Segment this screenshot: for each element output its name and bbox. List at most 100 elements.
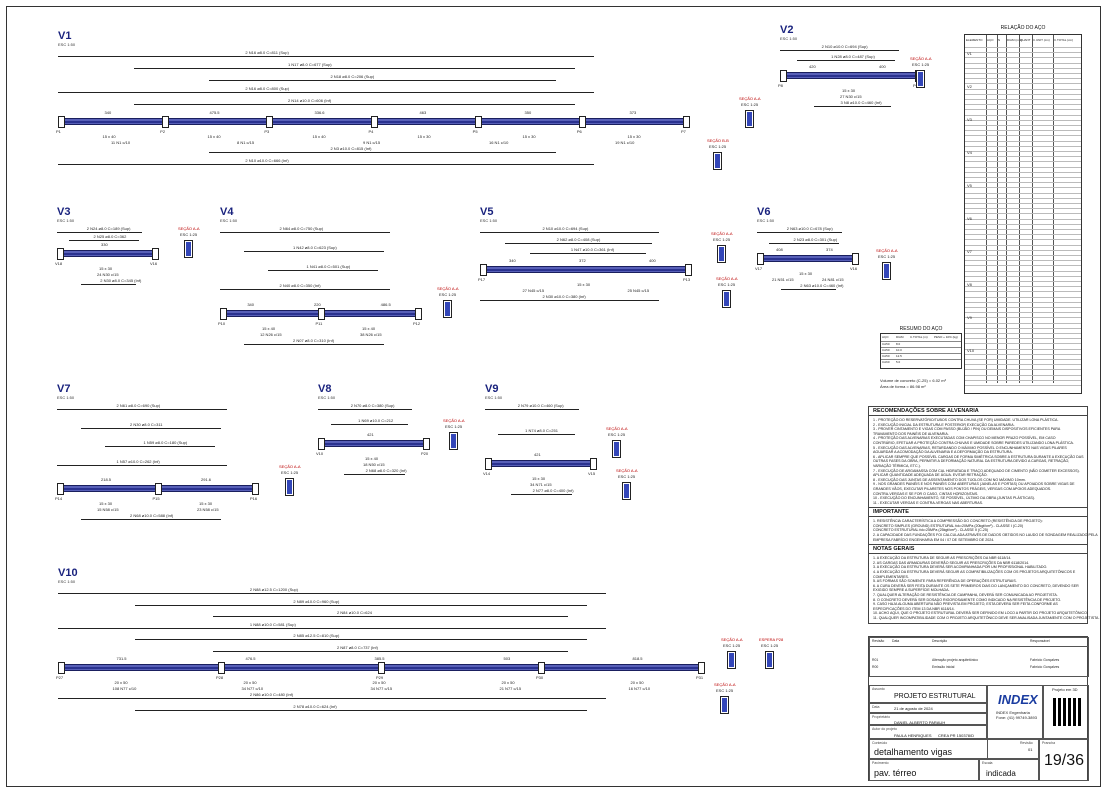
cross-section[interactable] [916, 70, 925, 88]
rebar-line [268, 270, 378, 271]
cross-section-fill [624, 484, 629, 498]
rebar-label: 2 N85 ø12.5 C=810 (Sup) [293, 633, 340, 638]
span-length: 374 [826, 247, 833, 252]
relation-row [965, 338, 1081, 340]
cross-section[interactable] [745, 110, 754, 128]
note-line: EXIGIDO SEMPRE A SUPERFÍCIE MOLHADA. [873, 588, 950, 593]
section-label: SEÇÃO A-A [739, 96, 761, 101]
beam-title-v6: V6 [757, 206, 771, 218]
support [480, 264, 487, 276]
relation-row [965, 187, 1081, 189]
summary-header: AÇO [882, 335, 889, 339]
beam-body-v6[interactable] [757, 255, 857, 262]
stirrup-spec: 11 N1 c/10 [111, 140, 131, 145]
support [57, 248, 64, 260]
relation-col-header: AÇO [987, 38, 994, 42]
section-scale: ESC 1:25 [445, 424, 463, 429]
note-line: 6. A CURA DEVERÁ SER FEITA DURANTE OS SE… [873, 583, 1079, 588]
relation-group: V9 [967, 315, 972, 320]
cross-section[interactable] [184, 240, 193, 258]
relation-row [965, 151, 1081, 152]
section-dim: 15 x 30 [842, 88, 856, 93]
rebar-line [209, 80, 556, 81]
qr-code[interactable] [1053, 698, 1081, 726]
rebar-label: 2 N61 ø8.0 C=690 (Sup) [116, 403, 161, 408]
beam-body-v3[interactable] [57, 250, 157, 257]
rebar-line [58, 164, 594, 165]
span-length: 421 [534, 452, 541, 457]
beam-body-v2[interactable] [780, 72, 920, 79]
relation-row [965, 104, 1081, 106]
section-dim: 15 x 40 [362, 326, 376, 331]
rebar-line [57, 409, 227, 410]
beam-body-v9[interactable] [485, 460, 595, 467]
cross-section[interactable] [882, 262, 891, 280]
cross-section[interactable] [622, 482, 631, 500]
beam-body-v5[interactable] [480, 266, 690, 273]
cross-section[interactable] [727, 651, 736, 669]
cross-section[interactable] [713, 152, 722, 170]
proprietario-label: Proprietário [872, 715, 891, 719]
rebar-line [81, 519, 221, 520]
rebar-line [133, 68, 575, 69]
relation-row [965, 385, 1081, 386]
support [378, 662, 385, 674]
section-dim: 15 x 30 [99, 266, 113, 271]
cross-section[interactable] [717, 245, 726, 263]
rebar-line [781, 289, 836, 290]
data-label: Data [872, 705, 880, 709]
cross-section[interactable] [612, 440, 621, 458]
stirrup-spec: 34 N77 c/15 [370, 686, 393, 691]
cross-section[interactable] [765, 651, 774, 669]
rebar-label: 2 N3 ø10.0 C=815 (Inf) [330, 146, 372, 151]
relation-row [965, 47, 1081, 48]
revisao-value: 01 [1028, 747, 1033, 752]
cross-section[interactable] [449, 432, 458, 450]
section-scale: ESC 1:25 [713, 237, 731, 242]
relation-row [965, 119, 1081, 121]
section-dim: 20 x 50 [372, 680, 386, 685]
relation-row [965, 88, 1081, 90]
rebar-label: 2 N14 ø10.0 C=606 (Inf) [287, 98, 332, 103]
support-label: P6 [576, 129, 582, 134]
note-line: CONCRETO ESTRUTURAL fck=25MPa (25kgf/cm²… [873, 528, 989, 533]
rebar-line [244, 251, 384, 252]
beam-title-v10: V10 [58, 567, 78, 579]
support-label: P16 [250, 496, 258, 501]
note-line: 9 - NOS GRANDES PAINÉIS E NOS PAINÉIS CO… [873, 482, 1075, 487]
note-line: APLICAR QUANTIDADE ADEQUADA DE ÁGUA. EVI… [873, 473, 988, 478]
relation-group: V10 [967, 348, 975, 353]
support-label: V17 [755, 266, 763, 271]
cross-section[interactable] [285, 478, 294, 496]
rebar-line [318, 409, 412, 410]
span-length: 818.5 [632, 656, 643, 661]
beam-title-v8: V8 [318, 383, 332, 395]
cross-section-fill [729, 653, 734, 667]
support [474, 116, 482, 128]
cross-section[interactable] [722, 290, 731, 308]
rebar-line [220, 289, 390, 290]
support-label: V18 [55, 261, 63, 266]
cross-section[interactable] [720, 696, 729, 714]
stirrup-spec: 34 N77 c/10 [241, 686, 264, 691]
notes-general-body: 1. A EXECUÇÃO DA ESTRUTURA DE SEGUIR AS … [869, 554, 1099, 622]
section-scale: ESC 1:25 [618, 474, 636, 479]
span-length: 421 [367, 432, 374, 437]
note-line: ESPECIFICAÇÕES DO ITEM 13 DA NBR 6118/14… [873, 606, 955, 611]
beam-scale-v1: ESC 1:50 [58, 42, 76, 47]
cross-section-fill [719, 247, 724, 261]
beam-core [758, 258, 856, 260]
cross-section-fill [724, 292, 729, 306]
beam-body-v8[interactable] [318, 440, 428, 447]
section-dim: 15 x 30 [199, 501, 213, 506]
summary-cell: CA50 [882, 348, 890, 352]
relation-row [965, 333, 1081, 334]
span-length: 220 [314, 302, 321, 307]
rebar-label: 1 N28 ø8.0 C=487 (Sup) [831, 54, 875, 59]
relation-row [965, 125, 1081, 126]
relation-row [965, 171, 1081, 173]
cross-section[interactable] [443, 300, 452, 318]
note-line: 1 - PROTEÇÃO DO RESERVATÓRIO/TUBOS CONTR… [873, 418, 1059, 422]
